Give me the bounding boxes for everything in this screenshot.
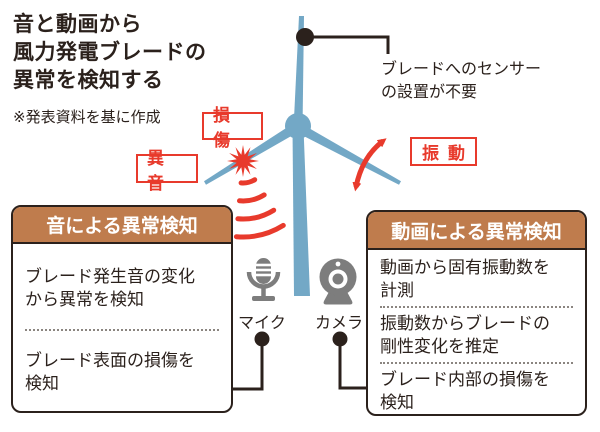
page-title: 音と動画から 風力発電ブレードの 異常を検知する [13,13,207,92]
label-abnormal-sound: 異音 [136,149,198,193]
sound-wave-arcs [233,177,286,240]
video-box-header: 動画による異常検知 [368,212,585,250]
sound-detection-box: 音による異常検知 ブレード発生音の変化 から異常を検知 ブレード表面の損傷を 検… [11,205,233,413]
camera-connector-line [338,339,367,390]
sound-box-item: ブレード発生音の変化 から異常を検知 [25,267,195,309]
label-damage: 損傷 [202,106,263,150]
webcam-icon [319,258,357,305]
crack-starburst [227,145,259,177]
source-note: ※発表資料を基に作成 [13,109,161,126]
label-vibration: 振動 [410,137,477,166]
sound-box-item: ブレード表面の損傷を 検知 [25,329,219,411]
mic-connector-line [233,339,264,391]
camera-label: カメラ [314,315,363,332]
video-detection-box: 動画による異常検知 動画から固有振動数を 計測 振動数からブレードの 剛性変化を… [366,210,587,416]
camera-connector-dot [332,331,348,347]
turbine-tower [292,128,310,296]
sensor-leader-line [305,35,390,54]
mic-label: マイク [238,315,286,332]
video-box-item: 動画から固有振動数を 計測 [380,258,550,300]
sound-box-body: ブレード発生音の変化 から異常を検知 ブレード表面の損傷を 検知 [13,244,231,411]
turbine-blade-right [294,122,401,185]
turbine-hub [285,113,311,139]
microphone-icon [246,258,281,301]
vibration-arrow [352,138,387,192]
video-box-item: ブレード内部の損傷を 検知 [380,362,573,414]
video-box-item: 振動数からブレードの 剛性変化を推定 [380,306,573,362]
sensor-point-dot [296,28,314,46]
mic-connector-dot [254,331,270,347]
turbine-blade-left [204,122,300,185]
video-box-body: 動画から固有振動数を 計測 振動数からブレードの 剛性変化を推定 ブレード内部の… [368,250,585,414]
sound-box-header: 音による異常検知 [13,207,231,244]
sensor-callout: ブレードへのセンサー の設置が不要 [381,61,542,101]
